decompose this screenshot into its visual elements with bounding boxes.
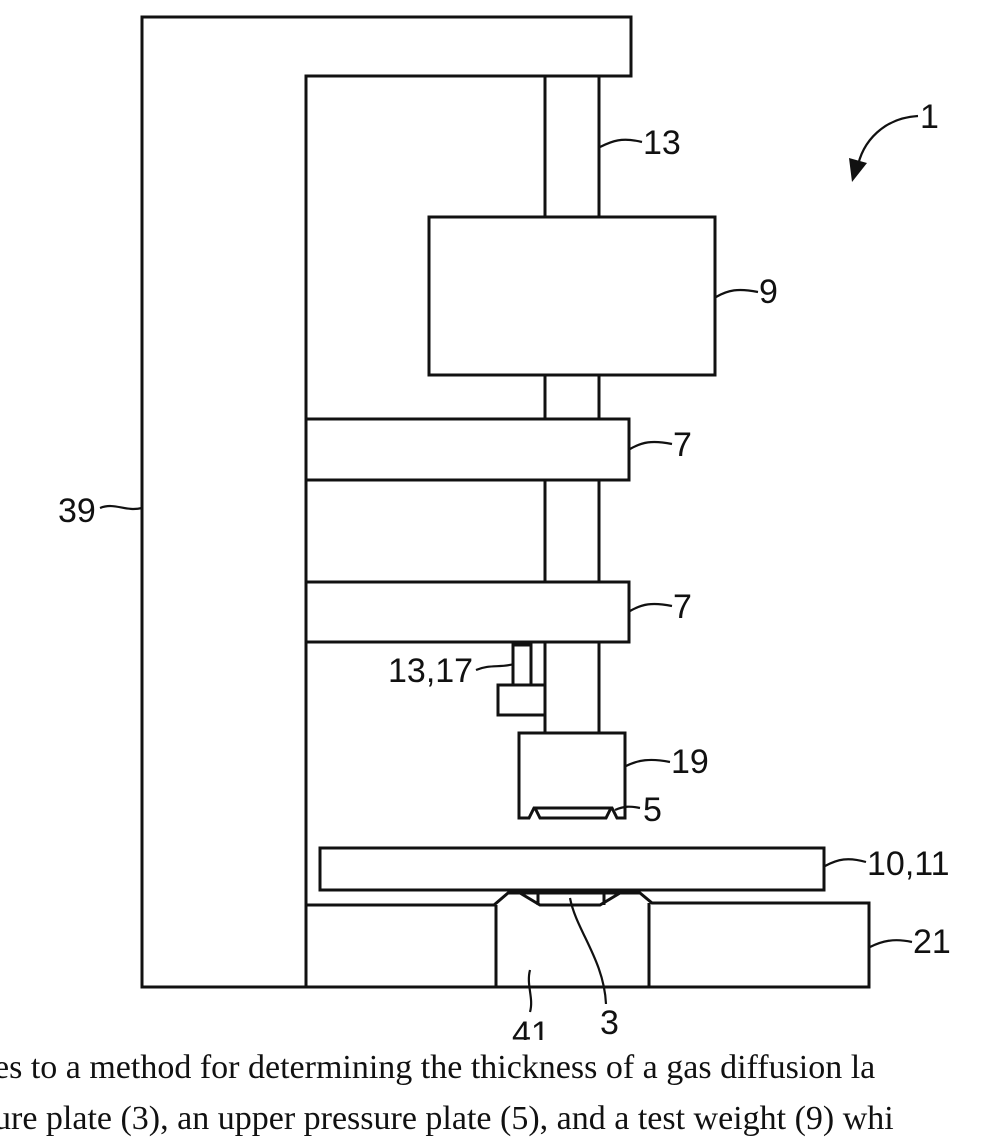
leader-1011 — [825, 859, 866, 866]
label-7-lower: 7 — [673, 588, 692, 626]
leader-1317 — [476, 664, 514, 670]
caption-line-1: es to a method for determining the thick… — [0, 1044, 992, 1092]
arrow-head-icon — [849, 158, 867, 182]
arrow-1-shaft — [857, 116, 918, 170]
label-3: 3 — [600, 1004, 619, 1040]
apparatus-drawing: 1 13 9 7 7 39 13,17 19 5 10,11 21 41 3 — [0, 0, 992, 1040]
plate-holder — [519, 733, 625, 818]
label-41: 41 — [512, 1015, 550, 1040]
sensor-body — [498, 685, 545, 715]
label-7-upper: 7 — [673, 426, 692, 464]
test-weight-block — [429, 217, 715, 375]
label-5: 5 — [643, 791, 662, 829]
guide-bar-upper — [306, 419, 629, 480]
label-1: 1 — [920, 98, 939, 136]
label-9: 9 — [759, 273, 778, 311]
label-13-17: 13,17 — [388, 652, 473, 690]
label-10-11: 10,11 — [867, 845, 950, 883]
insert-block — [496, 903, 649, 987]
leader-13 — [600, 140, 642, 147]
leader-21 — [870, 940, 912, 947]
label-21: 21 — [913, 923, 951, 961]
leader-41 — [529, 970, 531, 1012]
guide-bar-lower — [306, 582, 629, 642]
leader-39 — [100, 506, 142, 509]
sample-layer — [320, 848, 824, 890]
label-39: 39 — [58, 492, 96, 530]
label-13: 13 — [643, 124, 681, 162]
frame-outline — [142, 17, 631, 987]
sensor-stem — [513, 645, 531, 685]
label-19: 19 — [671, 743, 709, 781]
apparatus-figure: 1 13 9 7 7 39 13,17 19 5 10,11 21 41 3 — [0, 0, 992, 1040]
caption-line-2: ure plate (3), an upper pressure plate (… — [0, 1095, 992, 1143]
leader-7a — [630, 442, 672, 449]
leader-19 — [626, 760, 670, 766]
leader-9 — [716, 290, 758, 297]
leader-7b — [630, 604, 672, 611]
